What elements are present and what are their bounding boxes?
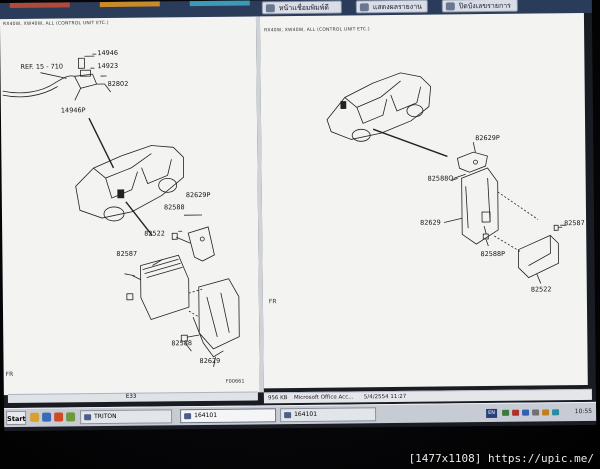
front-indicator: FR: [268, 298, 277, 306]
language-indicator[interactable]: EN: [486, 408, 498, 419]
toolbar-strip: [9, 2, 70, 9]
tray-icon[interactable]: [512, 409, 520, 416]
front-indicator: FR: [5, 370, 14, 379]
toolbar-button-1[interactable]: หน้าเเชื่อมพิมพ์ดี: [261, 0, 342, 15]
quick-launch-icon[interactable]: [66, 412, 76, 422]
part-label-82522: 82522: [144, 229, 165, 238]
left-parts-diagram: [2, 53, 240, 367]
part-label-82588p: 82588P: [480, 249, 506, 259]
folder-icon: [84, 414, 92, 421]
toolbar-strip: [99, 1, 160, 8]
date-time: 5/4/2554 11:27: [363, 393, 407, 401]
part-label-82629p: 82629P: [475, 133, 500, 143]
tray-icon[interactable]: [542, 409, 550, 416]
file-size: 956 KB: [267, 395, 288, 402]
app-name: Microsoft Office Acc...: [293, 394, 354, 402]
record-field[interactable]: E33: [125, 393, 137, 400]
start-button[interactable]: Start: [6, 410, 27, 426]
task-label: 164101: [294, 410, 318, 419]
left-diagram-pane: RX40W, XW40W, ALL (CONTROL UNIT ETC.): [0, 16, 260, 396]
part-label-82522: 82522: [530, 285, 552, 294]
toolbar-button-3[interactable]: ปิดบังเลขรายการ: [441, 0, 518, 13]
part-label-82588q: 82588Q: [427, 174, 454, 183]
status-bar: 956 KB Microsoft Office Acc... 5/4/2554 …: [263, 388, 592, 404]
right-parts-diagram: [326, 72, 567, 284]
tray-icon[interactable]: [532, 409, 540, 416]
toolbar-button-2[interactable]: แสดงผลรายงาน: [355, 0, 428, 14]
part-label-82587: 82587: [116, 249, 138, 258]
part-label-14946p: 14946P: [60, 106, 86, 115]
part-label-82587: 82587: [564, 218, 585, 228]
taskbar-item-164101-a[interactable]: 164101: [180, 408, 277, 424]
part-label-82629: 82629: [199, 356, 221, 366]
taskbar-item-164101-b[interactable]: 164101: [280, 407, 377, 423]
quick-launch-icon[interactable]: [54, 412, 64, 422]
window-icon: [184, 413, 192, 420]
toolbar-button-label: ปิดบังเลขรายการ: [458, 1, 511, 11]
quick-launch-icon[interactable]: [42, 412, 52, 422]
part-label-82802: 82802: [107, 79, 129, 88]
part-label-82588-top: 82588: [163, 203, 185, 212]
taskbar: Start TRITON 164101 164101 EN 10:55: [4, 401, 597, 428]
part-label-14946: 14946: [97, 48, 119, 58]
tray-icon[interactable]: [552, 409, 560, 416]
tray-icon[interactable]: [522, 409, 530, 416]
quick-launch-icon[interactable]: [30, 412, 40, 422]
part-label-14923: 14923: [97, 61, 119, 71]
figure-code: F00661: [225, 378, 245, 385]
toolbar-button-label: หน้าเเชื่อมพิมพ์ดี: [278, 3, 329, 13]
tray-icon[interactable]: [502, 409, 510, 416]
close-report-icon: [445, 2, 455, 11]
part-label-82629p: 82629P: [185, 190, 211, 200]
window-icon: [284, 412, 292, 419]
part-label-82629: 82629: [420, 218, 441, 227]
task-label: TRITON: [94, 412, 117, 421]
left-scrollbar[interactable]: E33: [7, 391, 258, 404]
task-label: 164101: [194, 411, 218, 420]
part-label-ref: REF. 15 - 710: [20, 62, 64, 71]
toolbar-strip: [189, 0, 250, 7]
monitor-screen: หน้าเเชื่อมพิมพ์ดี แสดงผลรายงาน ปิดบังเล…: [0, 0, 597, 432]
clock[interactable]: 10:55: [574, 407, 593, 416]
taskbar-item-triton[interactable]: TRITON: [80, 409, 173, 425]
right-diagram-pane: RX40W, XW40W, ALL (CONTROL UNIT ETC.): [259, 12, 588, 389]
toolbar-button-label: แสดงผลรายงาน: [372, 2, 422, 12]
system-tray: EN 10:55: [484, 405, 594, 420]
watermark-text: [1477x1108] https://upic.me/: [408, 452, 594, 465]
part-label-82588-bottom: 82588: [171, 339, 193, 348]
report-icon: [359, 3, 369, 12]
form-icon: [265, 4, 275, 13]
